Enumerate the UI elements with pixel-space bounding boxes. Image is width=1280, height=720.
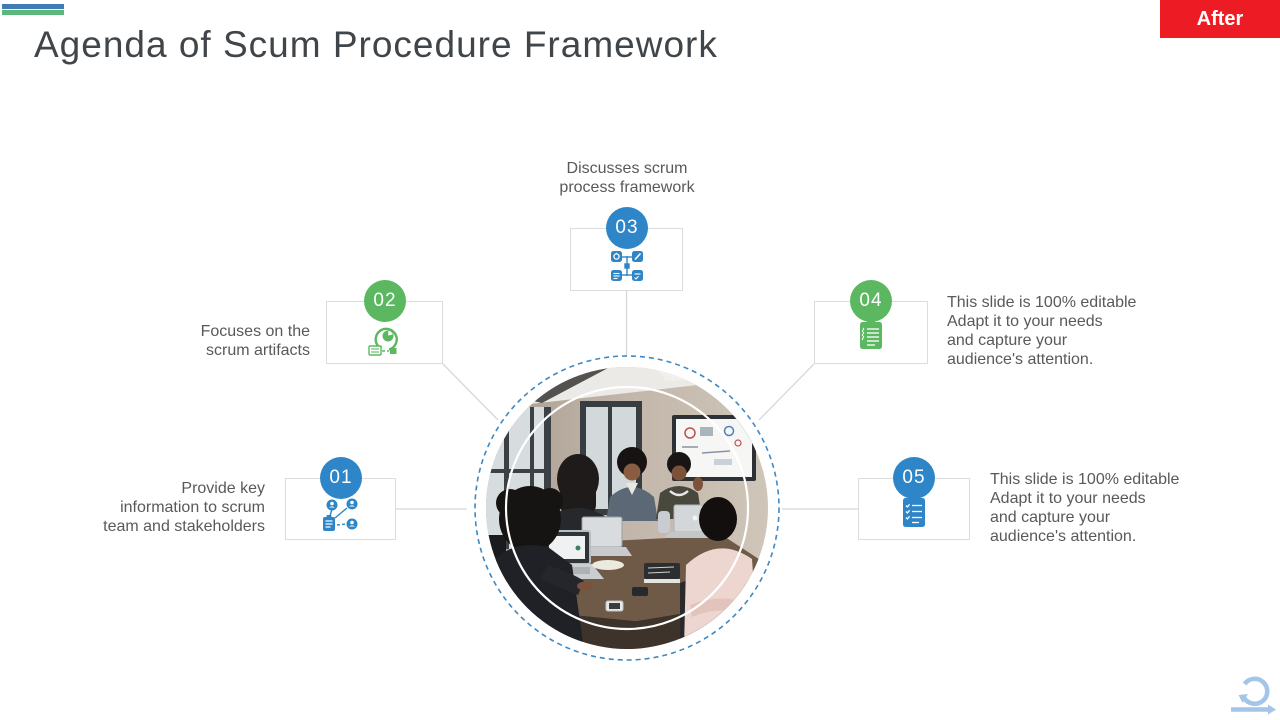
team-network-icon [323,498,358,531]
team-meeting-photo [486,367,768,649]
dashed-circle [474,355,780,661]
step-label-01: Provide key information to scrum team an… [103,480,265,535]
notebook [644,563,680,583]
badge-pencil [632,251,643,262]
step-number-03: 03 [606,207,648,249]
accent-bar-blue [2,4,64,9]
step-label-03: Discusses scrum process framework [559,160,695,196]
process-cluster-icon [611,251,643,281]
badge-document [611,270,622,281]
ceiling-beam [524,367,610,403]
clipboard-notes-icon [860,319,882,349]
clipboard-checklist-icon [903,495,925,527]
person-center [606,447,658,521]
step-number-05: 05 [893,457,935,499]
step-number-01: 01 [320,457,362,499]
phone-white [605,600,624,612]
badge-checklist [632,270,643,281]
step-label-02: Focuses on the scrum artifacts [200,323,310,359]
inner-ring [504,385,750,631]
artifact-cycle-icon [368,327,398,356]
step-label-04: This slide is 100% editable Adapt it to … [947,294,1137,368]
person-nodes [326,498,358,530]
phone-dark [632,587,648,596]
bottle [658,511,670,533]
page-title: Agenda of Scum Procedure Framework [34,24,718,65]
accent-bar-green [2,10,64,15]
papers [592,560,624,570]
presentation-screen [672,415,756,481]
step-number-02: 02 [364,280,406,322]
clipboard-node [323,515,335,531]
scrum-sprint-icon [1231,676,1276,715]
badge-gear [611,251,622,262]
step-number-04: 04 [850,280,892,322]
after-badge[interactable]: After [1160,0,1280,38]
step-label-05: This slide is 100% editable Adapt it to … [990,471,1180,545]
